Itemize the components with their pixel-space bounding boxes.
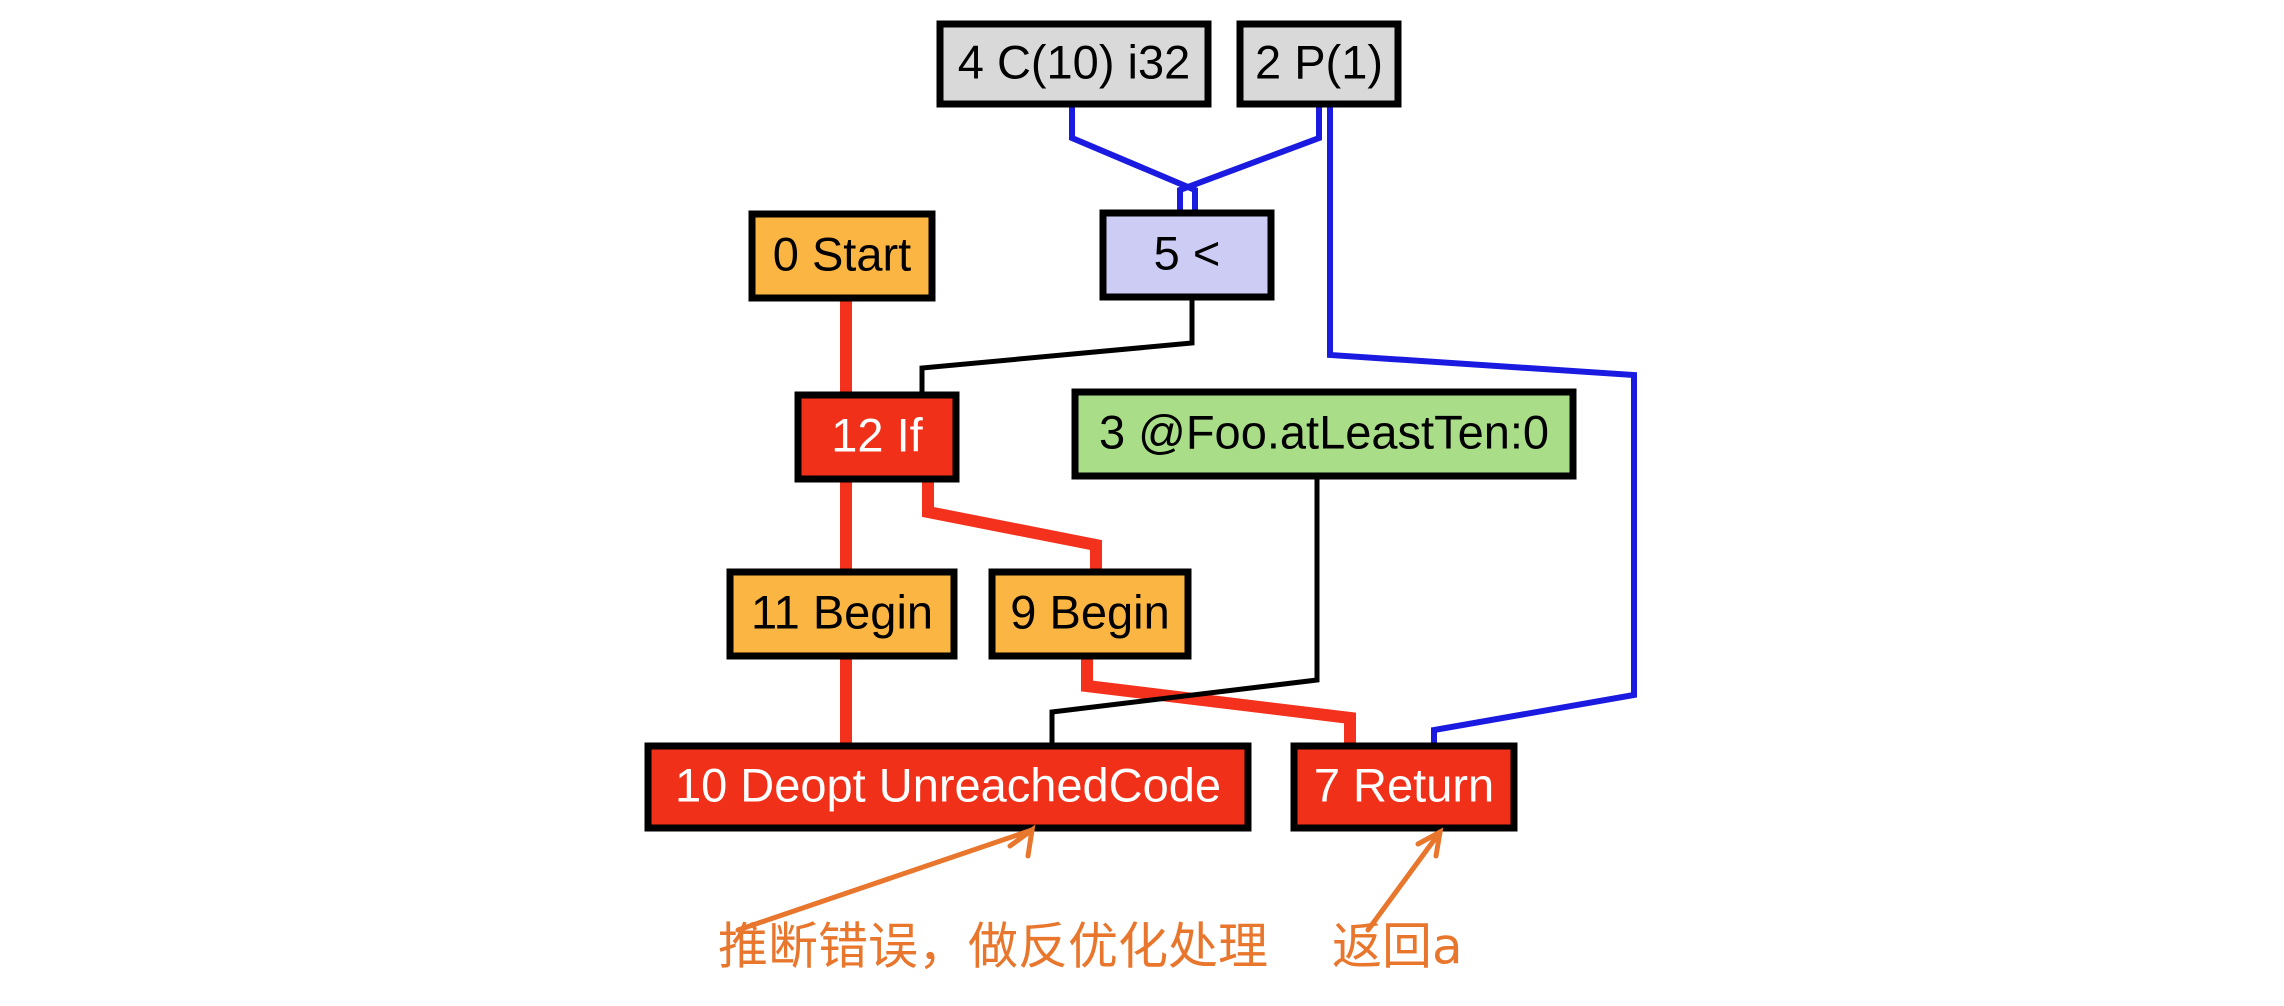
edge-n9-to-n7 xyxy=(1081,656,1356,746)
node-n11[interactable]: 11 Begin xyxy=(726,568,958,660)
anno-deopt-label: 推断错误，做反优化处理 xyxy=(718,918,1268,976)
node-box-n4[interactable] xyxy=(936,20,1212,108)
edges-layer xyxy=(840,104,1637,746)
node-label-n3: 3 @Foo.atLeastTen:0 xyxy=(1099,405,1549,458)
node-n3[interactable]: 3 @Foo.atLeastTen:0 xyxy=(1071,388,1577,480)
node-box-n9[interactable] xyxy=(988,568,1192,660)
node-label-n10: 10 Deopt UnreachedCode xyxy=(675,758,1221,811)
anno-return-arrowhead xyxy=(1415,827,1444,859)
node-n5[interactable]: 5 < xyxy=(1099,209,1275,301)
anno-deopt-arrowhead xyxy=(1007,824,1036,859)
edge-n4-to-n5 xyxy=(1069,104,1198,213)
node-label-n0: 0 Start xyxy=(773,227,911,280)
node-label-n4: 4 C(10) i32 xyxy=(958,35,1191,88)
node-n0[interactable]: 0 Start xyxy=(748,210,936,302)
node-n2[interactable]: 2 P(1) xyxy=(1236,20,1402,108)
anno-deopt-arrow xyxy=(735,827,1035,933)
anno-deopt: 推断错误，做反优化处理 xyxy=(718,824,1268,976)
node-label-n7: 7 Return xyxy=(1314,758,1494,811)
annotations-layer: 推断错误，做反优化处理 返回a xyxy=(718,824,1463,976)
node-label-n12: 12 If xyxy=(831,408,923,461)
node-box-n0[interactable] xyxy=(748,210,936,302)
node-label-n5: 5 < xyxy=(1154,226,1221,279)
node-box-n10[interactable] xyxy=(644,742,1252,832)
node-box-n7[interactable] xyxy=(1290,742,1518,832)
edge-n5-to-n12 xyxy=(919,297,1195,395)
node-n12[interactable]: 12 If xyxy=(794,391,960,483)
edge-n12-to-n9 xyxy=(922,479,1102,572)
node-box-n2[interactable] xyxy=(1236,20,1402,108)
node-n4[interactable]: 4 C(10) i32 xyxy=(936,20,1212,108)
node-label-n9: 9 Begin xyxy=(1010,585,1169,638)
node-n10[interactable]: 10 Deopt UnreachedCode xyxy=(644,742,1252,832)
node-box-n11[interactable] xyxy=(726,568,958,660)
node-box-n12[interactable] xyxy=(794,391,960,483)
node-box-n5[interactable] xyxy=(1099,209,1275,301)
edge-n2-to-n5 xyxy=(1177,104,1322,213)
anno-return-label: 返回a xyxy=(1332,918,1463,976)
anno-return-arrow xyxy=(1365,829,1443,933)
nodes-layer: 4 C(10) i32 2 P(1) 0 Start 5 < 12 If 3 @Foo.a… xyxy=(644,20,1577,832)
node-n7[interactable]: 7 Return xyxy=(1290,742,1518,832)
node-n9[interactable]: 9 Begin xyxy=(988,568,1192,660)
node-label-n11: 11 Begin xyxy=(751,585,933,638)
node-label-n2: 2 P(1) xyxy=(1255,35,1383,88)
edge-n3-to-n10 xyxy=(1049,476,1320,746)
node-box-n3[interactable] xyxy=(1071,388,1577,480)
anno-return: 返回a xyxy=(1332,827,1463,976)
edge-n2-to-n7 xyxy=(1327,104,1637,746)
